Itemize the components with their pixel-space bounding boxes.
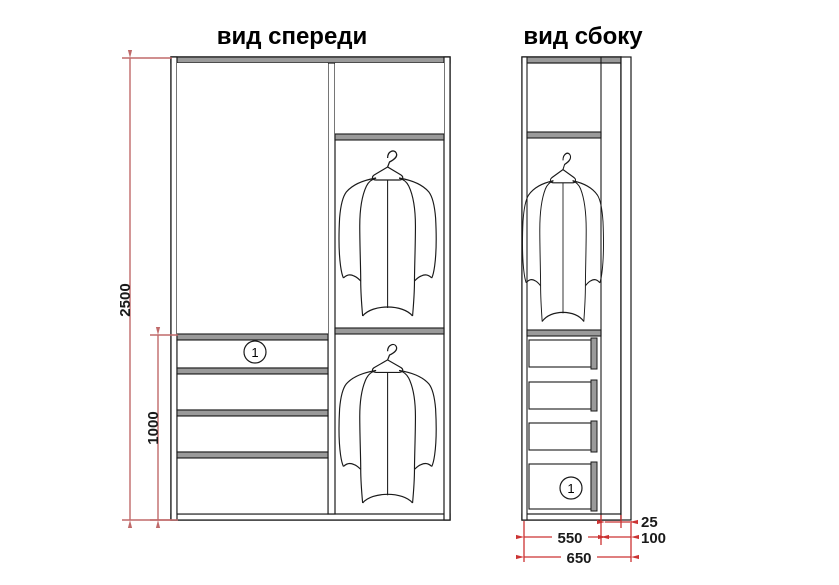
dim-2500-label: 2500 [117,283,134,316]
front-drawer-2[interactable] [176,373,329,411]
dim-25-label: 25 [641,514,658,531]
dim-650-label: 650 [566,550,591,567]
side-callout-1: 1 [559,476,583,500]
front-right-top-shelf-compartment [335,63,444,134]
dim-1000-label: 1000 [145,411,162,444]
front-drawer-divider-1 [176,367,329,375]
dim-100-label: 100 [641,530,666,547]
side-drawer-front-4 [590,461,598,512]
side-bottom-panel [521,513,622,521]
side-drawer-2[interactable] [528,381,592,410]
side-drawer-front-3 [590,420,598,453]
dim-650-label-bg [561,548,597,565]
front-view-title: вид спереди [217,23,368,50]
side-view-title: вид сбоку [523,23,643,50]
dimension-group-side: 25 550 100 650 [516,514,666,567]
side-drawer-top-shelf [526,329,602,337]
front-view-group: 1 [170,56,451,521]
side-back-panel [521,56,528,521]
callout-circle [243,340,267,364]
dim-550-label: 550 [557,530,582,547]
callout-circle [559,476,583,500]
front-left-side-panel [170,56,178,521]
callout-label: 1 [251,345,258,360]
front-drawer-divider-2 [176,409,329,417]
front-bottom-panel [170,513,451,521]
front-left-upper-compartment [177,63,328,334]
side-door-panel [620,56,632,521]
front-top-panel [170,56,451,64]
front-right-side-panel [443,56,451,521]
front-drawer-top-shelf [176,333,329,341]
dim-550-label-bg [552,528,588,545]
front-drawer-stack [176,339,329,515]
side-view-group: 1 [521,56,632,521]
front-right-mid-shelf [334,327,445,335]
callout-label: 1 [567,481,574,496]
side-top-panel [521,56,622,64]
side-drawer-front-2 [590,379,598,412]
front-drawer-4[interactable] [176,457,329,515]
front-drawer-divider-3 [176,451,329,459]
front-right-shelf [334,133,445,141]
side-drawer-front-1 [590,337,598,370]
side-drawer-1[interactable] [528,339,592,368]
side-drawer-3[interactable] [528,422,592,451]
front-drawer-3[interactable] [176,415,329,453]
front-vertical-divider [327,62,336,515]
dimension-group-front: 2500 1000 [117,50,178,528]
front-callout-1: 1 [243,340,267,364]
side-top-shelf [526,131,602,139]
